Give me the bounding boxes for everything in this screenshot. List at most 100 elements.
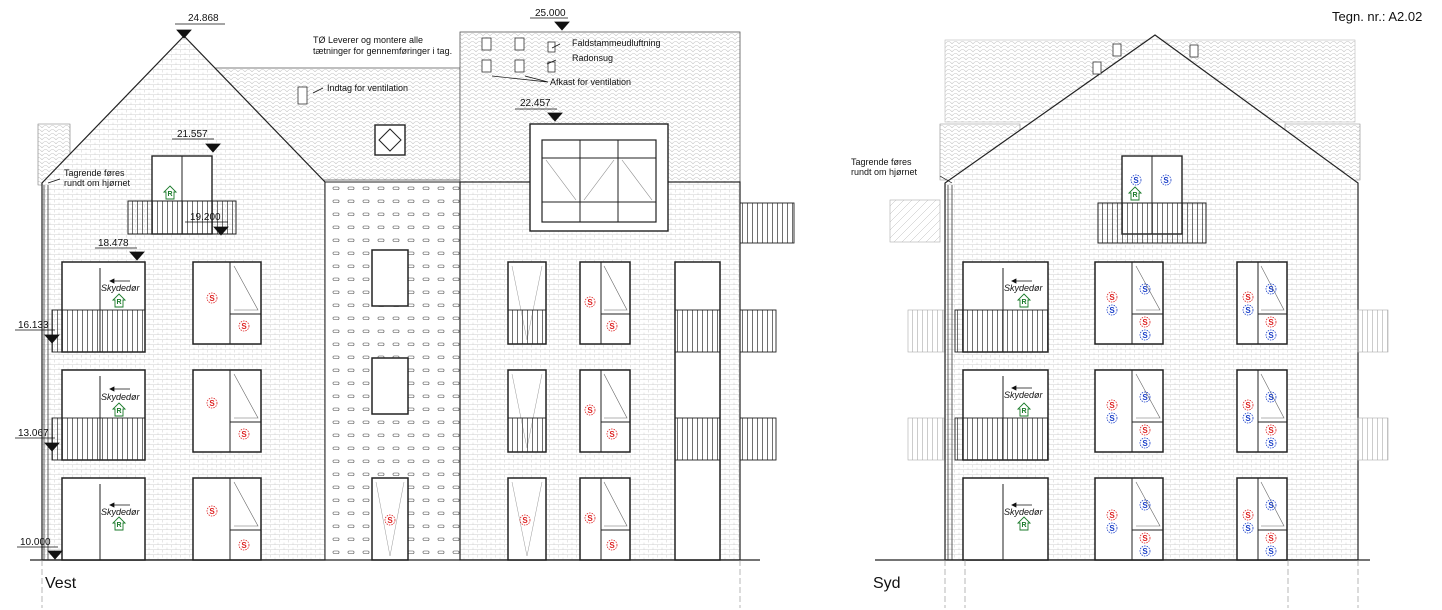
level-22457: 22.457 [520,98,551,109]
vest-elevation [30,31,795,608]
symbol-letter: S [1142,439,1148,448]
symbol-letter: S [1109,293,1115,302]
blue-s-symbol: S [1265,283,1277,295]
red-s-symbol: S [238,320,250,332]
blue-s-symbol: S [1265,545,1277,557]
note-intake: Indtag for ventilation [327,83,408,93]
sliding-door-label: Skydedør [101,392,141,402]
symbol-letter: S [1109,511,1115,520]
note-radon: Radonsug [572,53,613,63]
red-s-symbol: S [206,292,218,304]
blue-s-symbol: S [1106,522,1118,534]
red-s-symbol: S [206,505,218,517]
symbol-letter: S [241,322,247,331]
red-s-symbol: S [1139,316,1151,328]
red-s-symbol: S [206,397,218,409]
rescue-opening-icon: R [162,185,178,200]
red-s-symbol: S [384,514,396,526]
blue-s-symbol: S [1242,522,1254,534]
rescue-opening-icon: R [111,516,127,531]
blue-s-symbol: S [1130,174,1142,186]
red-s-symbol: S [1242,399,1254,411]
symbol-letter: S [1142,426,1148,435]
blue-s-symbol: S [1242,412,1254,424]
sliding-door-label: Skydedør [101,507,141,517]
symbol-letter: S [1109,524,1115,533]
symbol-letter: S [587,406,593,415]
rescue-opening-icon: R [1016,293,1032,308]
rescue-opening-icon: R [111,402,127,417]
rescue-opening-icon: R [1127,186,1143,201]
sliding-arrows [109,278,1032,508]
red-s-symbol: S [1106,291,1118,303]
rescue-opening-icon: R [111,293,127,308]
red-s-symbol: S [1265,424,1277,436]
red-s-symbol: S [606,320,618,332]
red-s-symbol: S [1242,509,1254,521]
symbol-letter: S [1268,534,1274,543]
rescue-letter: R [167,191,172,198]
vest-vent-intake [297,86,308,105]
note-gutter-vest-2: rundt om hjørnet [64,178,131,188]
blue-s-symbol: S [1265,329,1277,341]
symbol-letter: S [1109,401,1115,410]
blue-s-symbol: S [1139,329,1151,341]
annotation-leaders [47,43,953,184]
symbol-letter: S [1109,306,1115,315]
symbol-letter: S [1268,501,1274,510]
red-s-symbol: S [1139,532,1151,544]
symbol-letter: S [209,294,215,303]
syd-roof-vents [1092,43,1199,75]
syd-top-balcony [1097,202,1207,244]
rescue-letter: R [1021,408,1026,415]
symbol-letter: S [1268,285,1274,294]
level-labels: 24.868 25.000 22.457 21.557 19.200 18.47… [18,8,566,548]
red-s-symbol: S [1265,316,1277,328]
vest-dormer-mullions [542,140,656,222]
symbol-letter: S [1268,331,1274,340]
symbol-letter: S [609,322,615,331]
symbol-letter: S [241,430,247,439]
rescue-letter: R [1021,299,1026,306]
view-label-syd: Syd [873,575,901,592]
vest-dormer-window [541,139,657,223]
rescue-opening-icon: R [1016,402,1032,417]
symbol-letter: S [1142,501,1148,510]
symbol-letter: S [387,516,393,525]
symbol-letter: S [1142,534,1148,543]
symbol-letter: S [1245,293,1251,302]
red-s-symbol: S [606,428,618,440]
symbol-letter: S [1268,439,1274,448]
level-19200: 19.200 [190,212,221,223]
symbol-letter: S [1142,393,1148,402]
sliding-door-label: Skydedør [101,283,141,293]
symbol-letter: S [1245,414,1251,423]
symbol-letter: S [587,298,593,307]
blue-s-symbol: S [1265,437,1277,449]
symbol-letter: S [1245,511,1251,520]
rescue-letter: R [116,522,121,529]
view-label-vest: Vest [45,575,77,592]
vest-roof-hatch [374,124,406,156]
note-exhaust: Afkast for ventilation [550,77,631,87]
rescue-letter: R [116,408,121,415]
level-25000: 25.000 [535,8,566,19]
blue-s-symbol: S [1139,499,1151,511]
note-gutter-syd-2: rundt om hjørnet [851,167,918,177]
sliding-door-labels: Skydedør Skydedør Skydedør Skydedør Skyd… [101,283,1044,517]
level-markers [15,17,570,560]
blue-s-symbol: S [1160,174,1172,186]
annotation-notes: TØ Leverer og montere alle tætninger for… [64,35,918,188]
symbol-letter: S [587,514,593,523]
red-s-symbol: S [1139,424,1151,436]
symbol-letter: S [209,507,215,516]
red-s-symbol: S [519,514,531,526]
note-stack-vent: Faldstammeudluftning [572,38,661,48]
symbol-letter: S [1142,331,1148,340]
sliding-door-label: Skydedør [1004,283,1044,293]
symbol-letter: S [1142,285,1148,294]
sliding-door-label: Skydedør [1004,390,1044,400]
symbol-letter: S [1109,414,1115,423]
symbol-letter: S [1268,426,1274,435]
blue-s-symbol: S [1265,391,1277,403]
